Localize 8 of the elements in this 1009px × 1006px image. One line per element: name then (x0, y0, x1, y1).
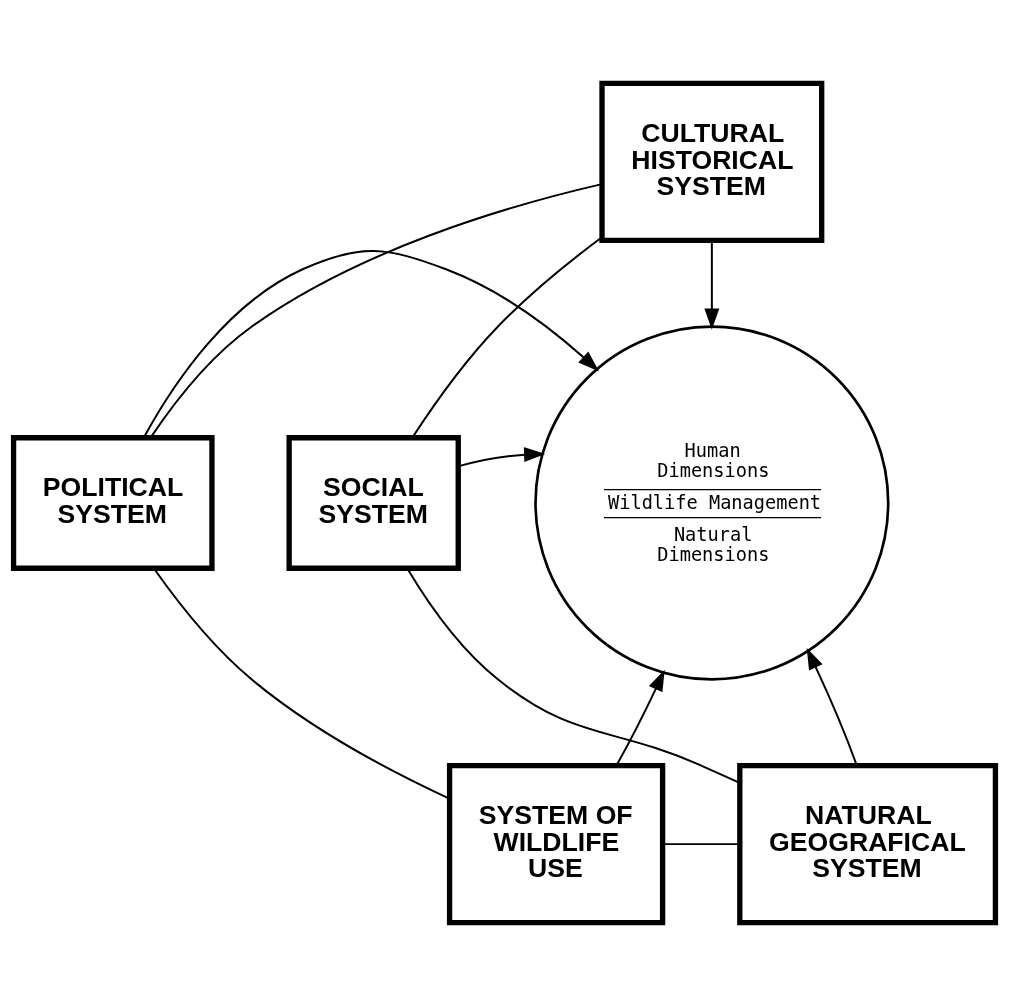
node-box: SYSTEM OF WILDLIFE USE (446, 762, 666, 926)
node-box: POLITICAL SYSTEM (10, 435, 215, 571)
connector (662, 843, 741, 846)
node-box: NATURAL GEOGRAFICAL SYSTEM (737, 762, 999, 926)
node-box: CULTURAL HISTORICAL SYSTEM (599, 80, 825, 244)
node-circle: Human Dimensions Wildlife Management Natural Dimensions (534, 325, 890, 681)
node-box: SOCIAL SYSTEM (286, 435, 461, 571)
arrow (457, 447, 546, 468)
